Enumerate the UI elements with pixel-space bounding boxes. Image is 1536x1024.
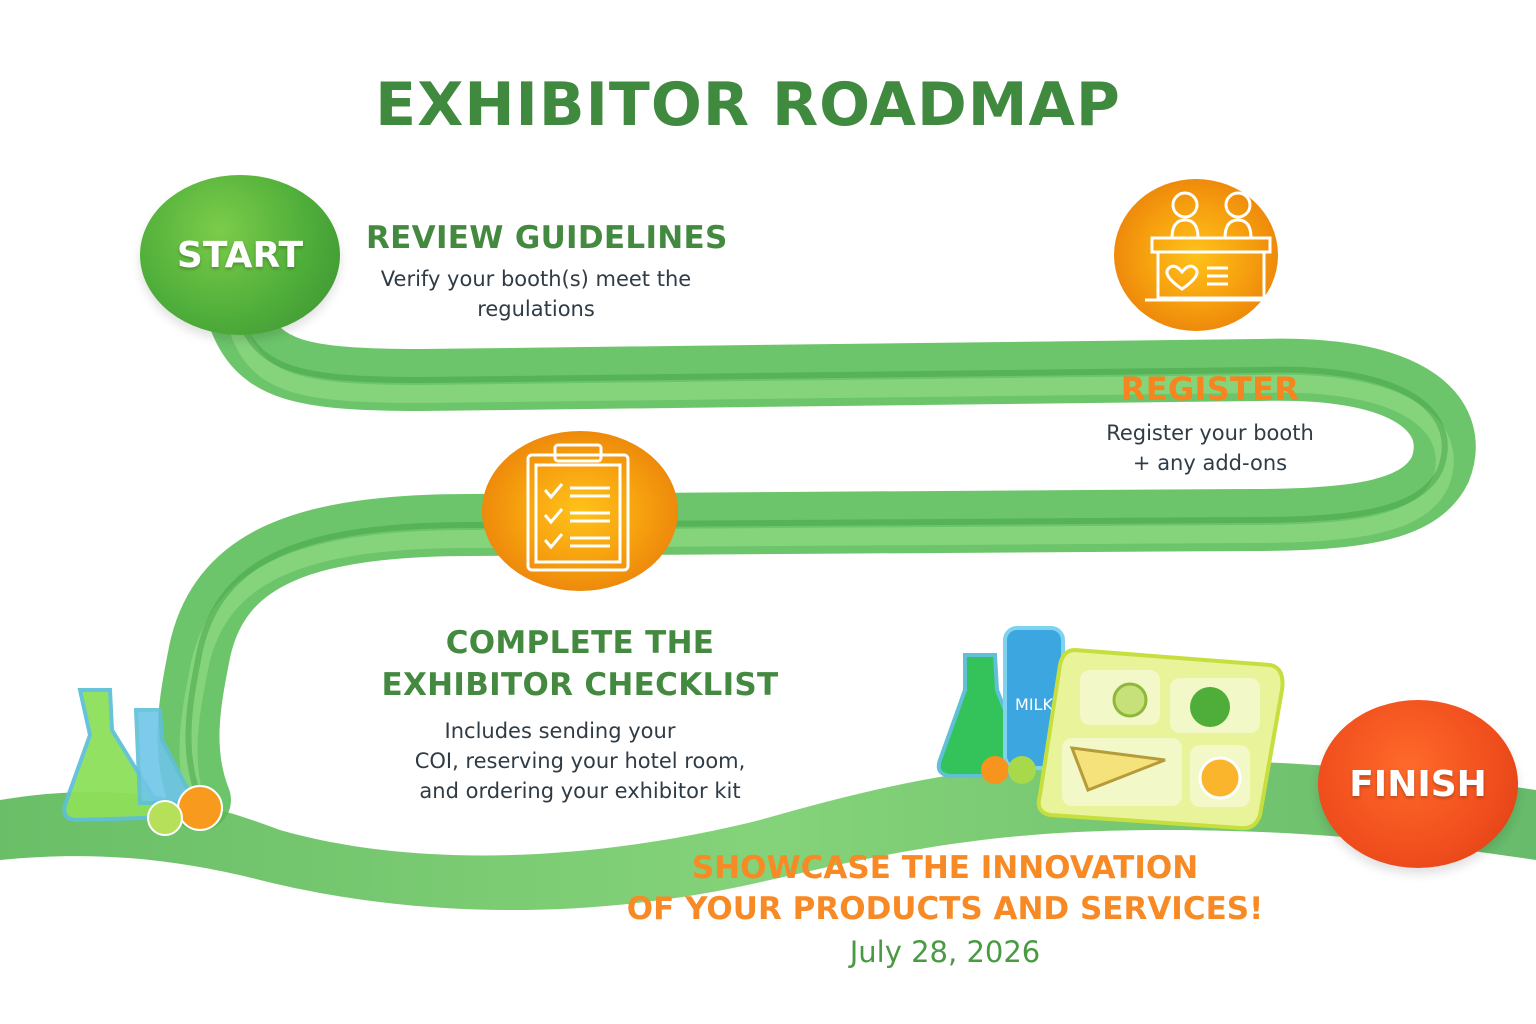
step-title: REVIEW GUIDELINES (366, 220, 728, 256)
step-title: COMPLETE THE EXHIBITOR CHECKLIST (370, 622, 790, 706)
page-title: EXHIBITOR ROADMAP (375, 70, 1121, 140)
tray-lime (1008, 756, 1036, 784)
road-segment-highlight (179, 325, 1454, 823)
clipboard-checklist-icon (526, 443, 630, 572)
showcase-line: SHOWCASE THE INNOVATION (691, 850, 1199, 886)
step-review-guidelines: REVIEW GUIDELINES Verify your booth(s) m… (366, 220, 766, 324)
registration-desk-icon (1145, 191, 1278, 302)
tray-sandwich (1069, 746, 1166, 792)
tray-avocado (1112, 682, 1148, 718)
event-date: July 28, 2026 (849, 935, 1041, 969)
finish-node: FINISH (1318, 700, 1518, 868)
step-desc-line: + any add-ons (1132, 451, 1288, 475)
lab-flasks-illustration (62, 688, 223, 836)
checklist-node (482, 432, 678, 590)
finish-label: FINISH (1349, 763, 1487, 805)
step-desc: Includes sending your COI, reserving you… (370, 716, 790, 806)
road-segment-inner-line (185, 318, 1448, 802)
step-desc: Register your booth + any add-ons (1060, 418, 1360, 478)
step-desc-line: Includes sending your (444, 719, 676, 743)
step-desc-line: and ordering your exhibitor kit (419, 779, 741, 803)
step-desc-line: Verify your booth(s) meet the (380, 267, 692, 291)
showcase-message: SHOWCASE THE INNOVATION OF YOUR PRODUCTS… (600, 848, 1290, 930)
step-desc: Verify your booth(s) meet the regulation… (366, 264, 706, 324)
step-title-line: EXHIBITOR CHECKLIST (381, 667, 779, 703)
tray-orange (981, 756, 1009, 784)
step-desc-line: Register your booth (1106, 421, 1314, 445)
step-desc-line: regulations (477, 297, 595, 321)
showcase-line: OF YOUR PRODUCTS AND SERVICES! (626, 891, 1264, 927)
lunch-tray-illustration: MILK (936, 626, 1285, 831)
step-exhibitor-checklist: COMPLETE THE EXHIBITOR CHECKLIST Include… (370, 622, 790, 806)
step-title: REGISTER (1120, 370, 1300, 408)
register-node (1115, 180, 1277, 330)
milk-bottle-label: MILK (1015, 695, 1053, 714)
tray-orange-slice (1198, 756, 1242, 800)
start-node: START (140, 175, 340, 335)
step-title-line: COMPLETE THE (445, 625, 715, 661)
tray-greens (1190, 687, 1230, 727)
step-register: REGISTER Register your booth + any add-o… (1060, 370, 1360, 478)
step-desc-line: COI, reserving your hotel room, (414, 749, 746, 773)
start-label: START (176, 234, 304, 276)
lime-slice (147, 800, 183, 836)
orange-slice (177, 785, 223, 831)
